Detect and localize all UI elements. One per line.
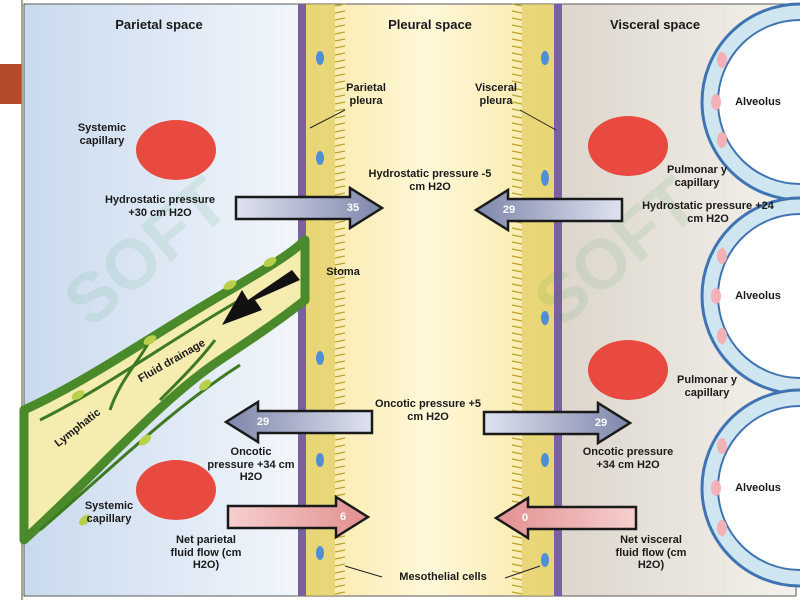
alveolus-2-label: Alveolus [735, 290, 781, 302]
parietal-space-header: Parietal space [115, 17, 203, 32]
visceral-membrane [554, 4, 562, 596]
parietal-mesothelium [305, 3, 346, 596]
visceral-pleura-pointer [519, 109, 557, 131]
visceral-space-header: Visceral space [609, 17, 701, 32]
visceral-hydrostatic-label: Hydrostatic pressure +24 cm H2O [642, 200, 774, 225]
hydro-visceral-value: 29 [502, 204, 516, 216]
mesothelial-cells-label: Mesothelial cells [399, 571, 487, 583]
systemic-capillary-top-label: Systemic capillary [77, 122, 127, 147]
net-parietal-arrow [226, 494, 371, 540]
net-visceral-flow-label: Net visceral fluid flow (cm H2O) [615, 534, 687, 572]
alveolus-2 [700, 196, 800, 396]
hydro-parietal-value: 35 [346, 202, 360, 214]
hydrostatic-parietal-arrow [234, 185, 385, 231]
oncotic-parietal-arrow [223, 399, 374, 445]
alveolus-3 [700, 388, 800, 588]
parietal-pleura-pointer [309, 109, 346, 129]
hydrostatic-visceral-arrow [473, 187, 624, 233]
visceral-mesothelium [511, 3, 554, 596]
systemic-capillary-bottom-label: Systemic capillary [84, 500, 134, 525]
parietal-pleura-label: Parietal pleura [346, 82, 386, 107]
parietal-oncotic-label: Oncotic pressure +34 cm H2O [207, 446, 295, 484]
pleural-hydrostatic-label: Hydrostatic pressure -5 cm H2O [368, 168, 492, 193]
visceral-oncotic-label: Oncotic pressure +34 cm H2O [582, 446, 674, 471]
oncotic-visceral-value: 29 [594, 417, 608, 429]
mesothelial-pointer-left [344, 565, 383, 578]
net-parietal-value: 6 [339, 511, 347, 523]
systemic-capillary-bottom [136, 460, 216, 520]
parietal-hydrostatic-label: Hydrostatic pressure +30 cm H2O [104, 194, 216, 219]
drainage-arrow [222, 270, 300, 325]
net-visceral-value: 0 [521, 512, 529, 524]
oncotic-parietal-value: 29 [256, 416, 270, 428]
slide-accent-bar [0, 64, 22, 104]
systemic-capillary-top [136, 120, 216, 180]
pulmonary-capillary-bottom-label: Pulmonar y capillary [677, 374, 737, 399]
pulmonary-capillary-top-label: Pulmonar y capillary [667, 164, 727, 189]
visceral-pleura-label: Visceral pleura [474, 82, 517, 107]
net-parietal-flow-label: Net parietal fluid flow (cm H2O) [170, 534, 242, 572]
pulmonary-capillary-top [588, 116, 668, 176]
stoma-label: Stoma [326, 266, 360, 278]
pleural-oncotic-label: Oncotic pressure +5 cm H2O [374, 398, 482, 423]
alveolus-3-label: Alveolus [735, 482, 781, 494]
net-visceral-arrow [493, 495, 638, 541]
oncotic-visceral-arrow [482, 400, 633, 446]
pleural-space-header: Pleural space [388, 17, 472, 32]
alveolus-1-label: Alveolus [735, 96, 781, 108]
mesothelial-nuclei [316, 51, 549, 567]
mesothelial-pointer-right [504, 565, 541, 579]
pulmonary-capillary-bottom [588, 340, 668, 400]
alveolus-1 [700, 2, 800, 202]
